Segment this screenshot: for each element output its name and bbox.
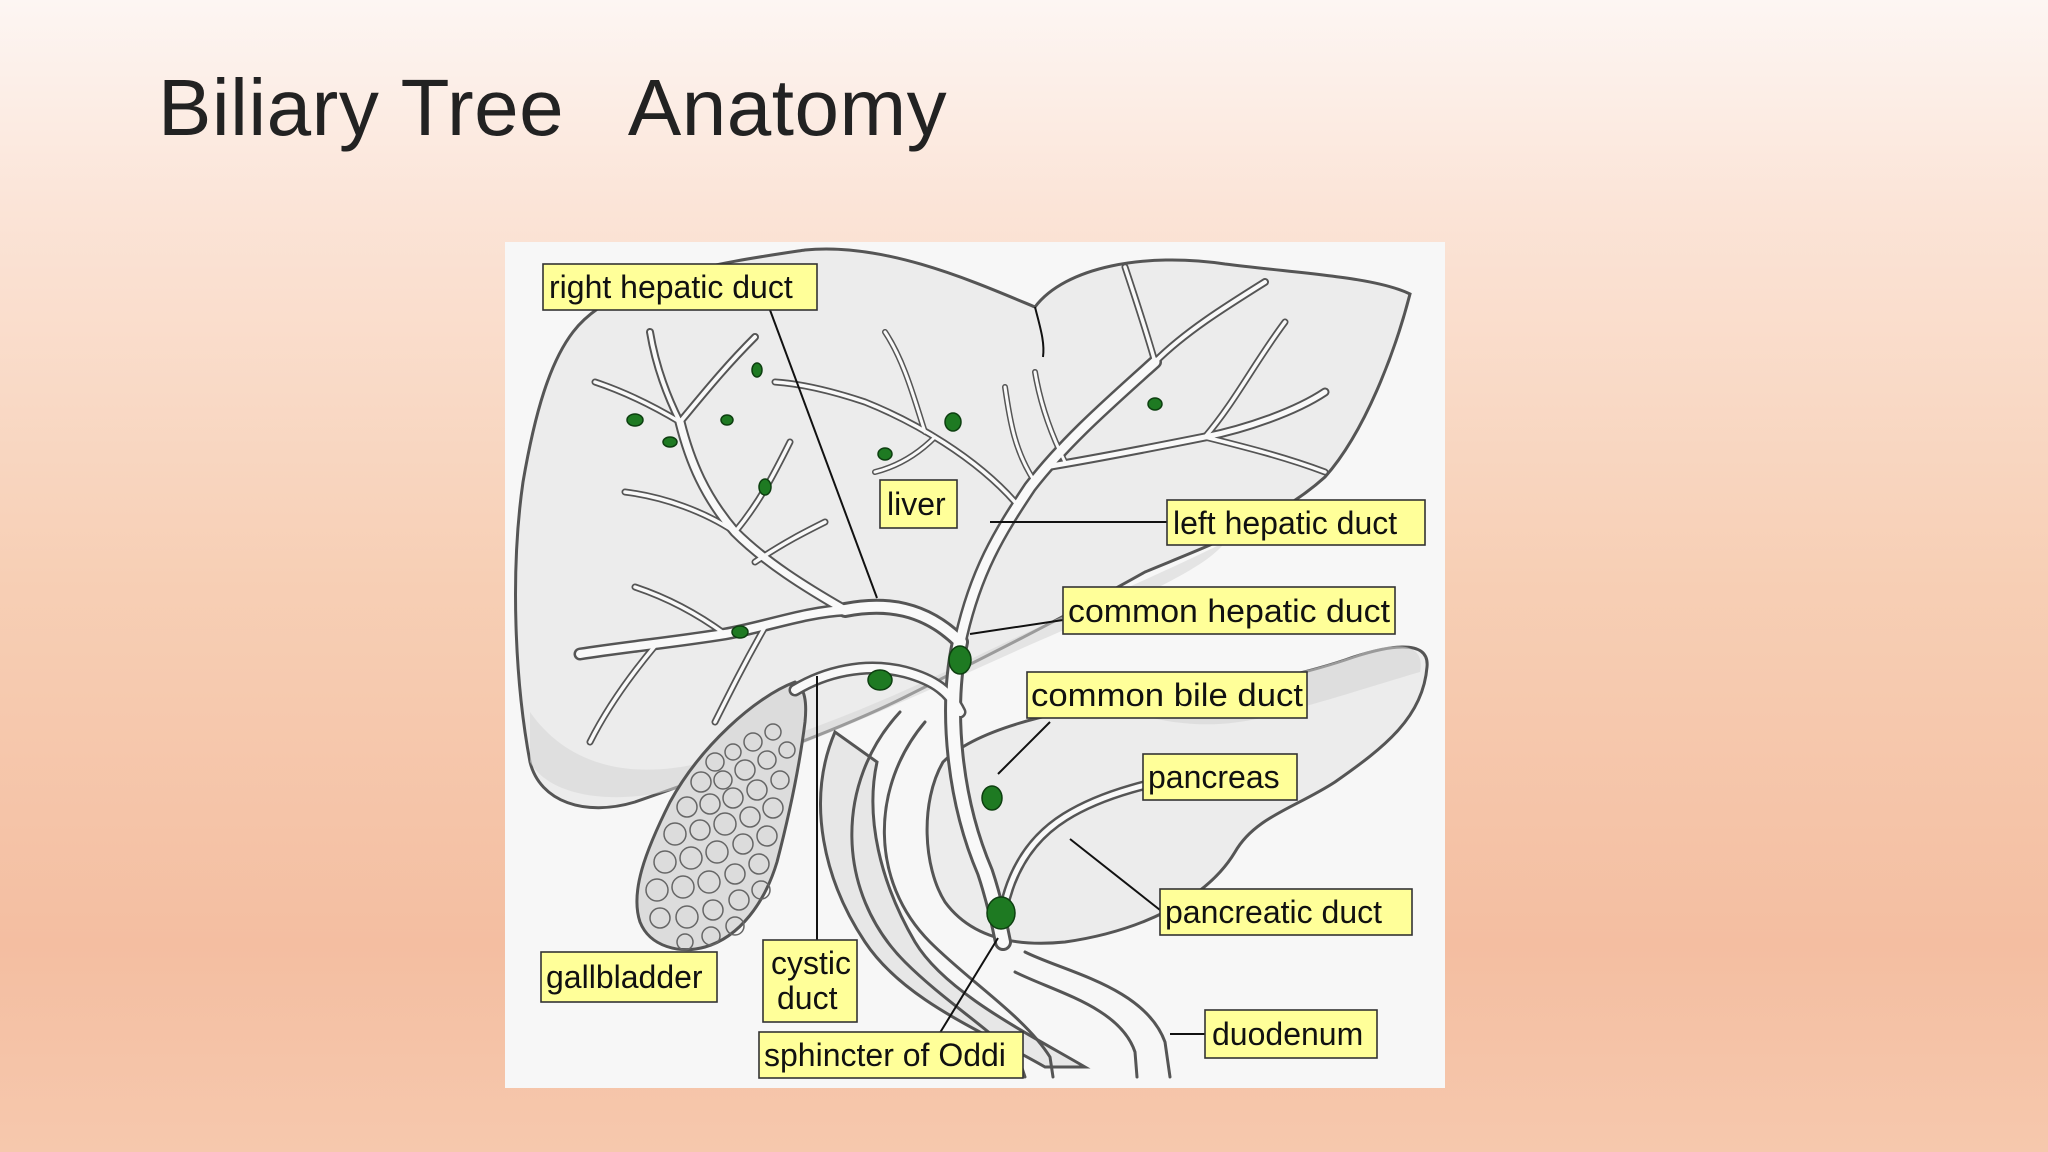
biliary-diagram: right hepatic duct liver left hepatic du… bbox=[505, 242, 1445, 1088]
liver-shading bbox=[530, 542, 1225, 798]
label-pancreatic-duct: pancreatic duct bbox=[1159, 888, 1413, 936]
label-gallbladder: gallbladder bbox=[540, 951, 718, 1003]
svg-text:left hepatic duct: left hepatic duct bbox=[1173, 505, 1397, 541]
svg-text:pancreas: pancreas bbox=[1148, 759, 1280, 795]
duct-tree-lumen bbox=[576, 265, 1328, 948]
gallbladder-outline bbox=[635, 680, 808, 951]
label-cystic-duct: cystic duct bbox=[762, 939, 858, 1023]
svg-text:duodenum: duodenum bbox=[1212, 1016, 1363, 1052]
leader-lines bbox=[697, 309, 1205, 1037]
svg-text:common bile duct: common bile duct bbox=[1031, 677, 1303, 713]
duodenum-lower-outline bbox=[1023, 950, 1172, 1079]
svg-text:pancreatic duct: pancreatic duct bbox=[1165, 894, 1382, 930]
label-liver: liver bbox=[879, 479, 958, 529]
svg-text:duct: duct bbox=[777, 980, 838, 1016]
gallstones bbox=[626, 362, 1163, 930]
slide-title: Biliary Tree Anatomy bbox=[158, 63, 948, 152]
svg-text:right hepatic duct: right hepatic duct bbox=[549, 269, 793, 305]
svg-text:gallbladder: gallbladder bbox=[546, 959, 703, 995]
label-duodenum: duodenum bbox=[1204, 1009, 1378, 1059]
svg-text:sphincter of Oddi: sphincter of Oddi bbox=[764, 1037, 1006, 1073]
gallbladder-texture bbox=[645, 723, 796, 951]
label-common-bile-duct: common bile duct bbox=[1026, 671, 1308, 719]
duodenum-lower-outline-2 bbox=[1013, 970, 1139, 1079]
svg-text:liver: liver bbox=[887, 486, 946, 522]
svg-text:common hepatic duct: common hepatic duct bbox=[1068, 593, 1390, 629]
liver-notch bbox=[1034, 306, 1045, 358]
duodenum-left-wall-2 bbox=[882, 720, 1055, 1079]
label-sphincter-of-oddi: sphincter of Oddi bbox=[758, 1031, 1024, 1079]
label-common-hepatic-duct: common hepatic duct bbox=[1062, 586, 1396, 635]
label-right-hepatic-duct: right hepatic duct bbox=[542, 263, 818, 311]
label-pancreas: pancreas bbox=[1142, 753, 1298, 801]
duodenum-outline bbox=[819, 729, 1091, 1069]
label-left-hepatic-duct: left hepatic duct bbox=[1166, 499, 1426, 546]
svg-text:cystic: cystic bbox=[771, 945, 851, 981]
